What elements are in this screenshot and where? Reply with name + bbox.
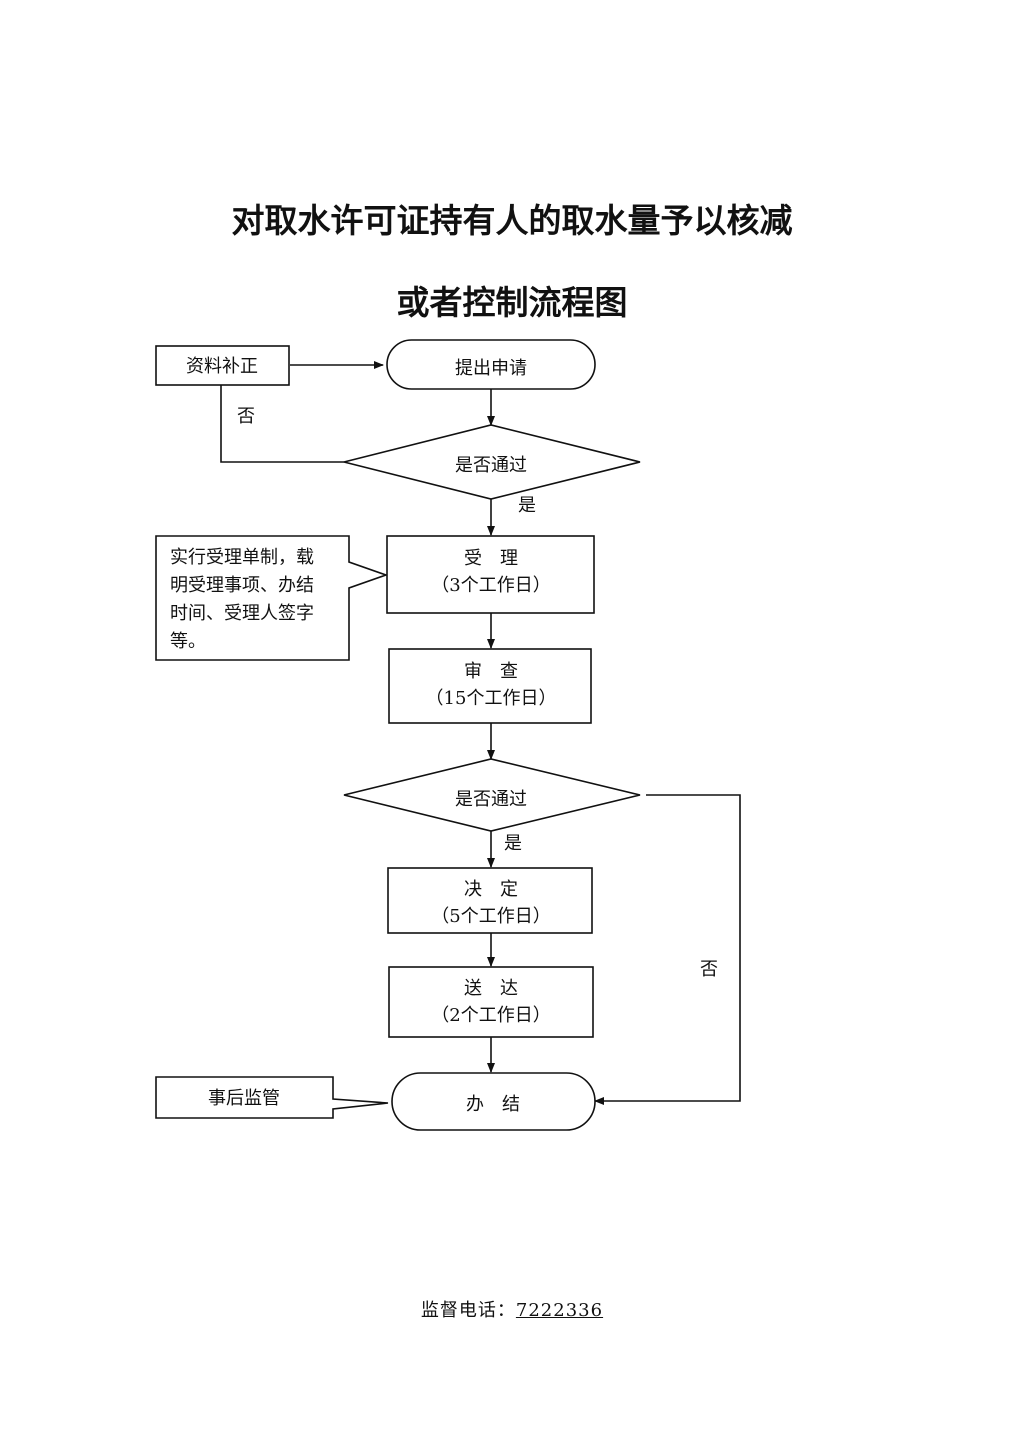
node-accept-box bbox=[386, 535, 595, 614]
node-decide-name: 决 定 bbox=[464, 879, 518, 900]
node-decide-box bbox=[387, 867, 593, 934]
accept-note-line4: 等。 bbox=[170, 631, 206, 652]
node-check2-label: 是否通过 bbox=[455, 789, 527, 810]
edge-check1-no bbox=[220, 385, 344, 463]
page-title-line1: 对取水许可证持有人的取水量予以核减 bbox=[231, 201, 793, 240]
node-supplement-box bbox=[155, 345, 290, 386]
node-decide-days: （5个工作日） bbox=[431, 906, 550, 927]
node-deliver-name: 送 达 bbox=[464, 978, 518, 999]
node-review-days: （15个工作日） bbox=[426, 688, 557, 709]
edge-label-no-1: 否 bbox=[237, 406, 255, 427]
node-review-name: 审 查 bbox=[464, 661, 518, 682]
node-check1-label: 是否通过 bbox=[455, 455, 527, 476]
node-check2-diamond bbox=[343, 758, 641, 832]
edge-label-no-2: 否 bbox=[700, 959, 718, 980]
node-accept-note-callout bbox=[155, 535, 389, 661]
node-apply-box bbox=[386, 339, 596, 390]
node-supervise-label: 事后监管 bbox=[208, 1088, 280, 1109]
footer-label: 监督电话： bbox=[420, 1300, 516, 1321]
node-supplement-label: 资料补正 bbox=[186, 356, 258, 377]
node-supervise-callout bbox=[155, 1076, 389, 1119]
edge-label-yes-2: 是 bbox=[504, 833, 522, 854]
page-title-line2: 或者控制流程图 bbox=[396, 283, 628, 322]
edge-label-yes-1: 是 bbox=[518, 495, 536, 516]
node-finish-label: 办 结 bbox=[466, 1094, 520, 1115]
node-apply-label: 提出申请 bbox=[455, 358, 527, 379]
footer-supervision-phone: 监督电话：7222336 bbox=[0, 1296, 1024, 1322]
edge-check2-no bbox=[594, 794, 741, 1105]
node-finish-box bbox=[391, 1072, 596, 1131]
footer-phone-number: 7222336 bbox=[515, 1300, 604, 1321]
accept-note-line2: 明受理事项、办结 bbox=[170, 575, 314, 596]
accept-note-line3: 时间、受理人签字 bbox=[170, 603, 314, 624]
node-deliver-box bbox=[388, 966, 594, 1038]
node-review-box bbox=[388, 648, 592, 724]
node-check1-diamond bbox=[343, 424, 641, 500]
node-deliver-days: （2个工作日） bbox=[431, 1005, 550, 1026]
accept-note-line1: 实行受理单制，载 bbox=[170, 547, 314, 568]
node-accept-name: 受 理 bbox=[464, 548, 518, 569]
node-accept-days: （3个工作日） bbox=[431, 575, 550, 596]
